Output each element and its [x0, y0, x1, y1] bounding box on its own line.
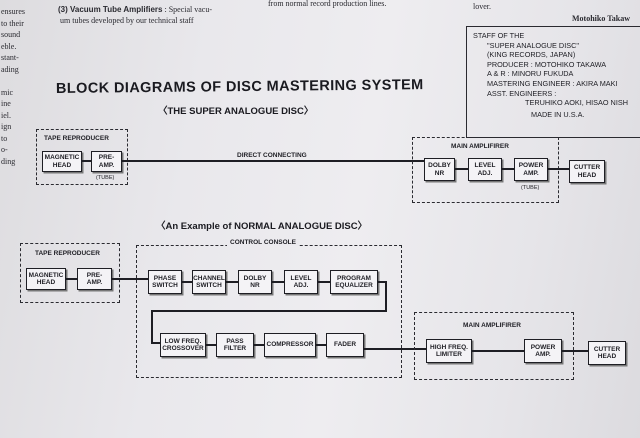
normal-tape-reproducer-label: TAPE REPRODUCER: [35, 250, 100, 257]
filter-to-compressor-line: [254, 344, 264, 346]
super-main-amplifier-group: [412, 137, 559, 203]
super-level-to-power-line: [502, 168, 514, 170]
normal-power-to-cutter-line: [562, 350, 588, 352]
diagram-title: BLOCK DIAGRAMS OF DISC MASTERING SYSTEM: [55, 77, 424, 97]
super-direct-connecting-label: DIRECT CONNECTING: [237, 152, 307, 159]
left-line: eble.: [1, 41, 17, 51]
left-line: mic: [1, 87, 13, 97]
staff-line: ASST. ENGINEERS :: [487, 88, 557, 98]
fader-to-limiter-line: [364, 348, 426, 350]
control-console-label: CONTROL CONSOLE: [227, 239, 299, 246]
normal-tape-reproducer-group: [20, 243, 120, 303]
compressor-block: COMPRESSOR: [264, 333, 316, 357]
staff-line: (KING RECORDS, JAPAN): [487, 50, 576, 60]
dolby-nr-block: DOLBY NR: [238, 270, 272, 294]
return-across-line: [152, 310, 387, 312]
vacuum-paragraph: (3) Vacuum Tube Amplifiers : Special vac…: [58, 4, 212, 16]
super-analogue-subtitle: 〈THE SUPER ANALOGUE DISC〉: [158, 106, 314, 117]
level-to-equalizer-line: [318, 281, 330, 283]
super-level-adj-block: LEVEL ADJ.: [468, 158, 502, 181]
channel-to-dolby-line: [226, 281, 238, 283]
return-down-line: [385, 281, 387, 311]
high-freq-limiter-block: HIGH FREQ. LIMITER: [426, 339, 472, 363]
compressor-to-fader-line: [316, 344, 326, 346]
vacuum-line-2: um tubes developed by our technical staf…: [60, 16, 194, 25]
super-magnetic-head-block: MAGNETIC HEAD: [42, 151, 82, 172]
staff-line: MASTERING ENGINEER : AKIRA MAKI: [487, 78, 618, 88]
super-tape-reproducer-group: [36, 129, 128, 185]
channel-switch-block: CHANNEL SWITCH: [192, 270, 226, 294]
super-pre-amp-block: PRE- AMP.: [91, 151, 122, 172]
pass-filter-block: PASS FILTER: [216, 333, 254, 357]
staff-credits-box: STAFF OF THE "SUPER ANALOGUE DISC" (KING…: [466, 26, 640, 138]
normal-main-amplifier-label: MAIN AMPLIFIRER: [463, 322, 521, 329]
super-tape-reproducer-label: TAPE REPRODUCER: [44, 135, 109, 142]
super-power-amp-block: POWER AMP.: [514, 158, 548, 181]
record-line: from normal record production lines.: [268, 0, 387, 8]
left-line: to: [1, 133, 8, 143]
limiter-to-power-line: [472, 350, 524, 352]
super-power-amp-tube-note: (TUBE): [521, 185, 540, 191]
normal-magnetic-head-block: MAGNETIC HEAD: [26, 268, 66, 290]
normal-pre-amp-block: PRE- AMP.: [77, 268, 112, 290]
dolby-to-level-line: [272, 281, 284, 283]
super-main-amplifier-label: MAIN AMPLIFIRER: [451, 143, 509, 150]
left-line: ine: [1, 99, 11, 108]
normal-head-to-preamp-line: [66, 278, 77, 280]
staff-line: MADE IN U.S.A.: [531, 109, 585, 119]
left-line: to their: [1, 18, 24, 28]
staff-line: A & R : MINORU FUKUDA: [487, 69, 574, 79]
super-direct-connecting-line: [122, 160, 424, 162]
staff-line: PRODUCER : MOTOHIKO TAKAWA: [487, 59, 607, 69]
normal-main-amplifier-group: [414, 312, 574, 380]
super-head-to-preamp-line: [82, 160, 91, 162]
left-line: iel.: [1, 110, 11, 120]
return-left-down-line: [151, 310, 153, 343]
phase-switch-block: PHASE SWITCH: [148, 270, 182, 294]
staff-line: TERUHIKO AOKI, HISAO NISH: [525, 98, 628, 108]
normal-power-amp-block: POWER AMP.: [524, 339, 562, 363]
left-line: o-: [1, 145, 8, 154]
vacuum-rest: : Special vacu-: [162, 5, 213, 14]
super-dolby-nr-block: DOLBY NR: [424, 158, 455, 181]
fader-block: FADER: [326, 333, 364, 357]
super-dolby-to-level-line: [455, 168, 468, 170]
left-line: ensures: [1, 7, 25, 16]
phase-to-channel-line: [182, 281, 192, 283]
normal-analogue-subtitle: 〈An Example of NORMAL ANALOGUE DISC〉: [156, 221, 368, 232]
equalizer-out-line: [378, 281, 386, 283]
vacuum-heading: (3) Vacuum Tube Amplifiers: [58, 5, 163, 14]
crossover-to-filter-line: [206, 344, 216, 346]
signature: Motohiko Takaw: [572, 14, 631, 23]
return-into-crossover-line: [151, 342, 160, 344]
level-adj-block: LEVEL ADJ.: [284, 270, 318, 294]
normal-preamp-to-console-line: [112, 278, 148, 280]
left-line: stant-: [1, 53, 19, 62]
left-line: sound: [1, 30, 21, 39]
super-cutter-head-block: CUTTER HEAD: [569, 160, 605, 183]
super-pre-amp-tube-note: (TUBE): [96, 175, 115, 181]
normal-cutter-head-block: CUTTER HEAD: [588, 341, 626, 365]
left-line: [1, 75, 41, 87]
low-freq-crossover-block: LOW FREQ. CROSSOVER: [160, 333, 206, 357]
left-column-text: ensures to their sound eble. stant- adin…: [1, 6, 41, 167]
left-line: ading: [1, 64, 19, 74]
lover-text: lover.: [473, 2, 491, 11]
left-line: ign: [1, 122, 12, 131]
staff-line: STAFF OF THE: [473, 31, 525, 40]
staff-line: "SUPER ANALOGUE DISC": [487, 40, 579, 50]
super-power-to-cutter-line: [548, 168, 569, 170]
program-equalizer-block: PROGRAM EQUALIZER: [330, 270, 378, 294]
left-line: ding: [1, 156, 16, 166]
